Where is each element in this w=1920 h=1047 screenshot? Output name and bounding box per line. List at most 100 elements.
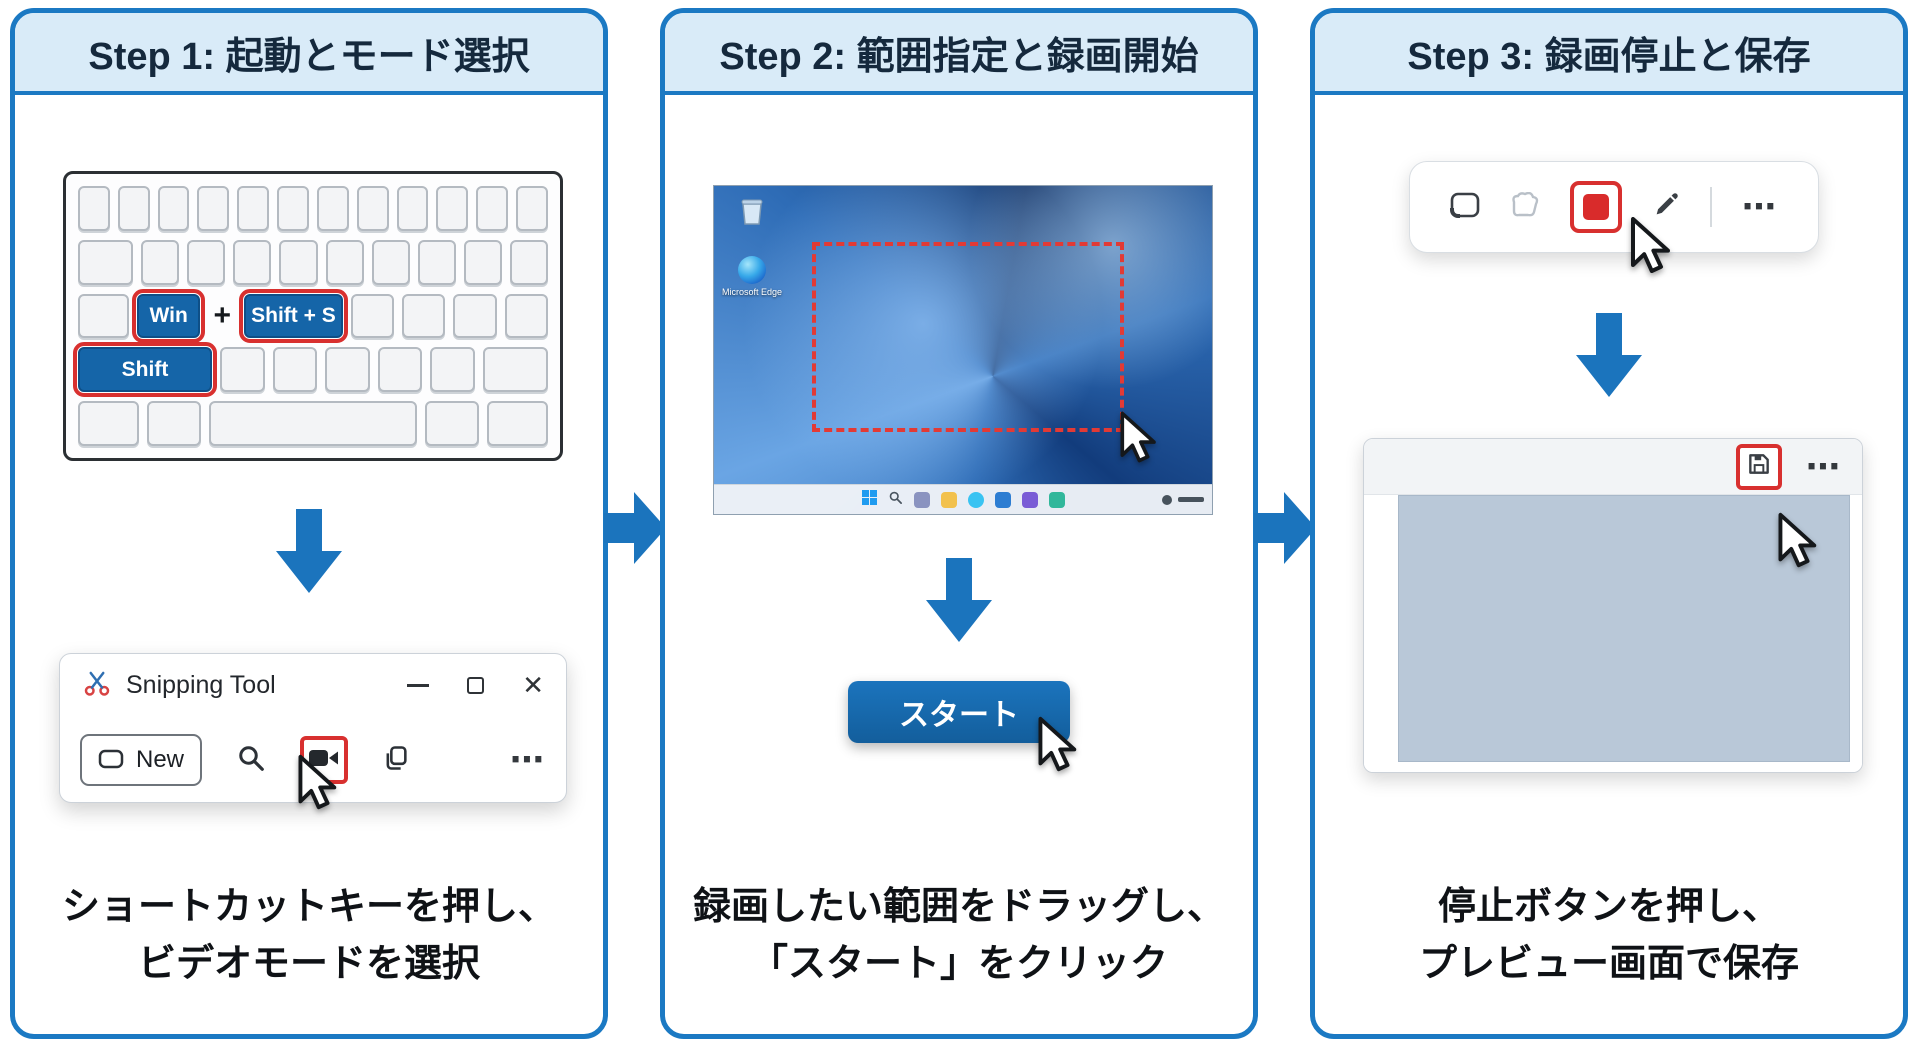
new-button-label: New [136,746,185,773]
keyboard-key [141,239,180,285]
file-explorer-icon[interactable] [940,491,957,508]
toolbar-divider [1710,187,1712,227]
keyboard-key [430,347,476,393]
capture-toolbar: ⋯ [1409,161,1819,253]
step2-title: Step 2: 範囲指定と録画開始 [665,13,1253,95]
down-arrow [1576,313,1642,402]
preview-window: ⋯ [1363,438,1863,773]
recorded-video-placeholder [1398,495,1850,762]
keyboard-key [157,186,190,231]
video-camera-icon[interactable] [308,746,340,775]
step1-caption: ショートカットキーを押し、 ビデオモードを選択 [15,879,603,993]
caption-line: 「スタート」をクリック [749,943,1168,985]
system-tray[interactable] [1162,485,1204,514]
taskbar [714,484,1212,514]
keyboard-key [401,293,446,339]
edge-taskbar-icon[interactable] [967,491,984,508]
flow-arrow-right [1254,486,1316,575]
step3-caption: 停止ボタンを押し、 プレビュー画面で保存 [1315,879,1903,993]
minimize-icon[interactable] [407,683,430,687]
keyboard-key [233,239,272,285]
snipping-toolbar: New ⋯ [60,716,566,804]
space-key [208,401,418,446]
keyboard-key [396,186,429,231]
keyboard-key [436,186,469,231]
taskbar-search-icon[interactable] [888,490,903,510]
preview-header: ⋯ [1364,439,1862,495]
down-arrow [276,509,342,598]
keyboard-key [486,401,548,446]
stop-recording-icon[interactable] [1583,194,1609,220]
keyboard-key [504,293,549,339]
rectangle-mode-icon[interactable] [1450,192,1480,223]
desktop-screenshot: Microsoft Edge [713,185,1213,515]
tray-clock [1178,497,1204,502]
recycle-bin-shortcut[interactable] [720,196,784,226]
more-options-icon[interactable]: ⋯ [1806,447,1842,486]
preview-body [1364,495,1862,772]
task-view-icon[interactable] [913,491,930,508]
save-button-highlight [1736,443,1782,490]
keyboard-row: Shift [73,342,549,398]
keyboard-row [78,239,548,285]
keyboard-key [463,239,502,285]
edge-shortcut[interactable]: Microsoft Edge [720,256,784,297]
more-options-icon[interactable]: ⋯ [510,741,546,779]
shift-s-key[interactable]: Shift + S [239,288,348,344]
maximize-icon[interactable] [467,676,485,694]
keyboard-key [509,239,548,285]
keyboard-key [78,293,130,339]
caption-line: ビデオモードを選択 [137,943,480,985]
recording-region-selection[interactable] [812,242,1124,432]
keyboard-key [356,186,389,231]
plus-separator: + [213,298,231,332]
tray-network-icon [1162,494,1172,505]
caption-line: 停止ボタンを押し、 [1437,886,1780,928]
more-options-icon[interactable]: ⋯ [1742,188,1778,226]
window-mode-icon[interactable] [1510,191,1540,223]
window-title: Snipping Tool [126,670,276,699]
window-controls: ✕ [407,672,544,698]
pencil-icon[interactable] [1652,191,1680,224]
keyboard-key [78,401,140,446]
keyboard-key [78,186,110,231]
copy-icon[interactable] [382,744,410,777]
keyboard-key [187,239,226,285]
app-icon[interactable] [1021,491,1038,508]
keyboard-key [272,347,318,393]
snipping-titlebar: Snipping Tool ✕ [60,654,566,716]
keyboard-key [516,186,548,231]
start-recording-button[interactable]: スタート [848,681,1070,743]
shift-key[interactable]: Shift [73,342,217,398]
step1-title: Step 1: 起動とモード選択 [15,13,603,95]
keyboard-key [117,186,150,231]
step1-panel: Step 1: 起動とモード選択 Win + Shift + S Shift [10,8,608,1039]
flow-arrow-right [604,486,666,575]
keyboard-key [219,347,265,393]
keyboard-key [476,186,509,231]
snipping-tool-window: Snipping Tool ✕ New [59,653,567,803]
store-icon[interactable] [994,491,1011,508]
keyboard-key [147,401,201,446]
keyboard-key [237,186,270,231]
keyboard-row [78,186,548,231]
keyboard-key [425,401,479,446]
keyboard-key [197,186,230,231]
close-icon[interactable]: ✕ [522,670,544,700]
win-key[interactable]: Win [132,288,206,344]
keyboard-key [377,347,423,393]
save-icon[interactable] [1746,451,1772,482]
keyboard-key [325,347,370,393]
new-snip-button[interactable]: New [80,734,203,786]
keyboard-key [350,293,394,339]
keyboard-key [371,239,410,285]
step3-title: Step 3: 録画停止と保存 [1315,13,1903,95]
stop-button-highlight [1570,181,1622,233]
caption-line: 録画したい範囲をドラッグし、 [692,886,1225,928]
zoom-magnifier-icon[interactable] [236,743,266,778]
keyboard-illustration: Win + Shift + S Shift [63,171,563,461]
app-icon[interactable] [1048,491,1065,508]
windows-start-icon[interactable] [861,489,877,510]
snipping-tool-logo-icon [82,668,112,703]
